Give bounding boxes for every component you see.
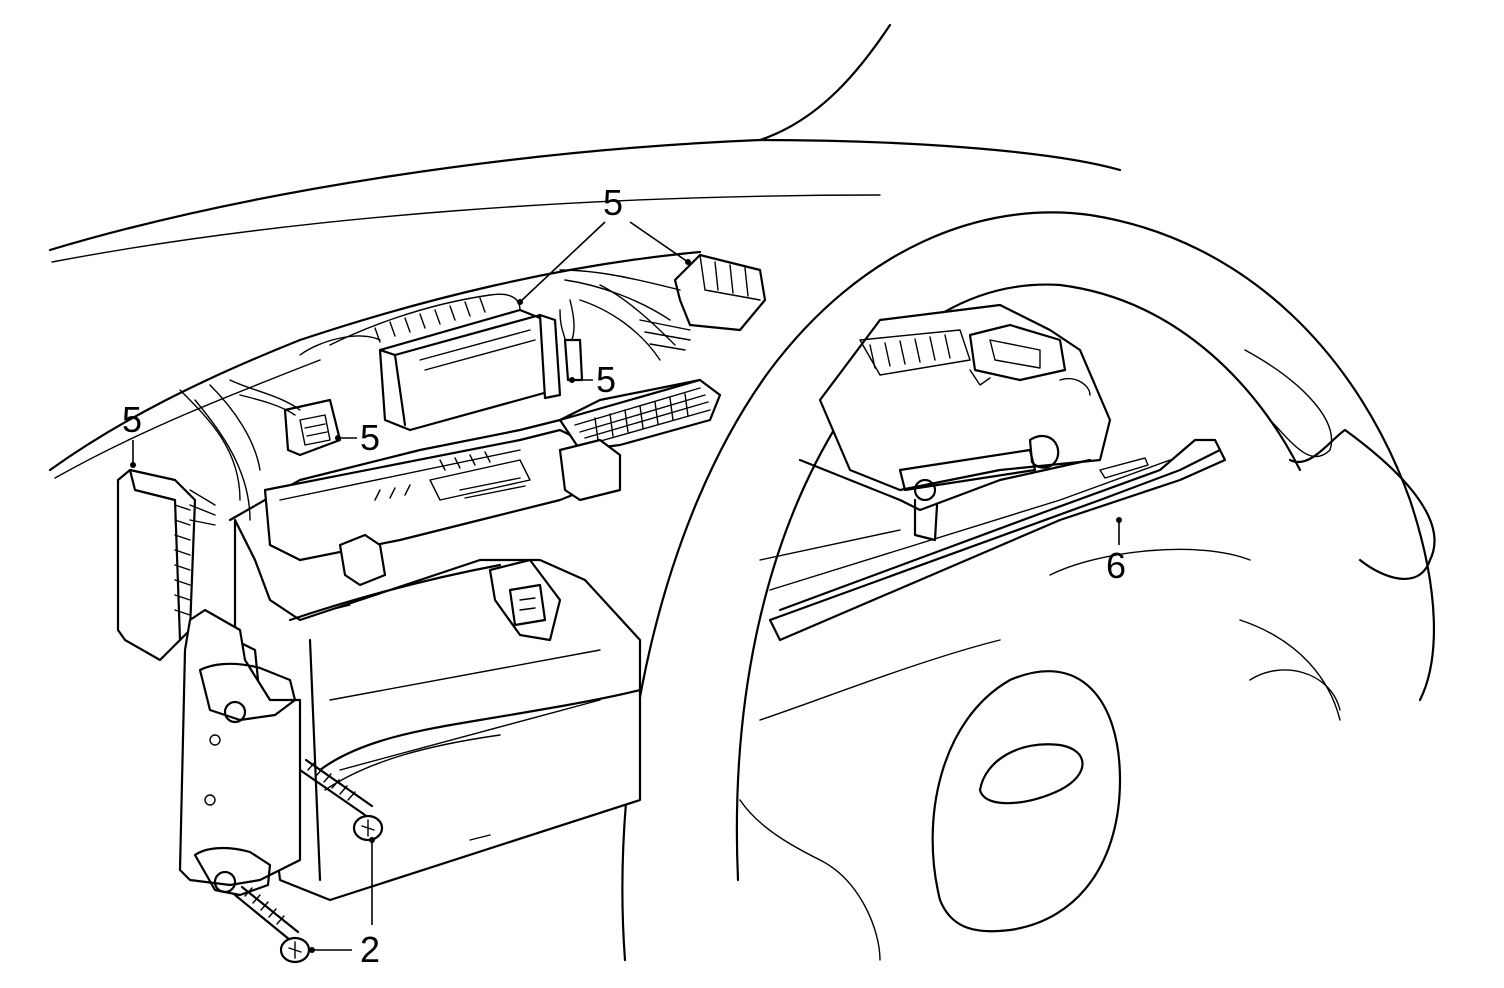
callout-5-left: 5 bbox=[122, 399, 142, 468]
callout-label: 5 bbox=[122, 399, 142, 440]
connector-square bbox=[229, 379, 342, 457]
connector-small-pin bbox=[559, 299, 584, 382]
connector-top-right bbox=[559, 253, 767, 361]
cluster-right-section bbox=[798, 303, 1112, 542]
ribbon-cable bbox=[558, 378, 722, 452]
steering-column bbox=[739, 548, 1341, 961]
circuit-board bbox=[263, 428, 612, 562]
housing-clips bbox=[338, 438, 622, 642]
callout-5-mid-right: 5 bbox=[569, 359, 616, 400]
connector-left-block bbox=[116, 384, 261, 662]
windshield-outline bbox=[48, 23, 1122, 263]
connector-large-top bbox=[299, 293, 562, 432]
mounting-bracket bbox=[178, 608, 302, 897]
callout-5-small-connector: 5 bbox=[335, 417, 380, 458]
cluster-lens-bar bbox=[759, 438, 1227, 642]
screw-lower bbox=[233, 885, 311, 964]
callout-label: 5 bbox=[360, 417, 380, 458]
dashboard-top bbox=[48, 250, 702, 479]
callout-5-top: 5 bbox=[517, 182, 691, 305]
callout-label: 5 bbox=[596, 359, 616, 400]
callout-label: 2 bbox=[360, 929, 380, 970]
callout-2: 2 bbox=[309, 837, 380, 970]
screw-upper bbox=[298, 758, 384, 842]
callout-6: 6 bbox=[1106, 517, 1126, 586]
callout-label: 6 bbox=[1106, 545, 1126, 586]
callout-label: 5 bbox=[603, 182, 623, 223]
